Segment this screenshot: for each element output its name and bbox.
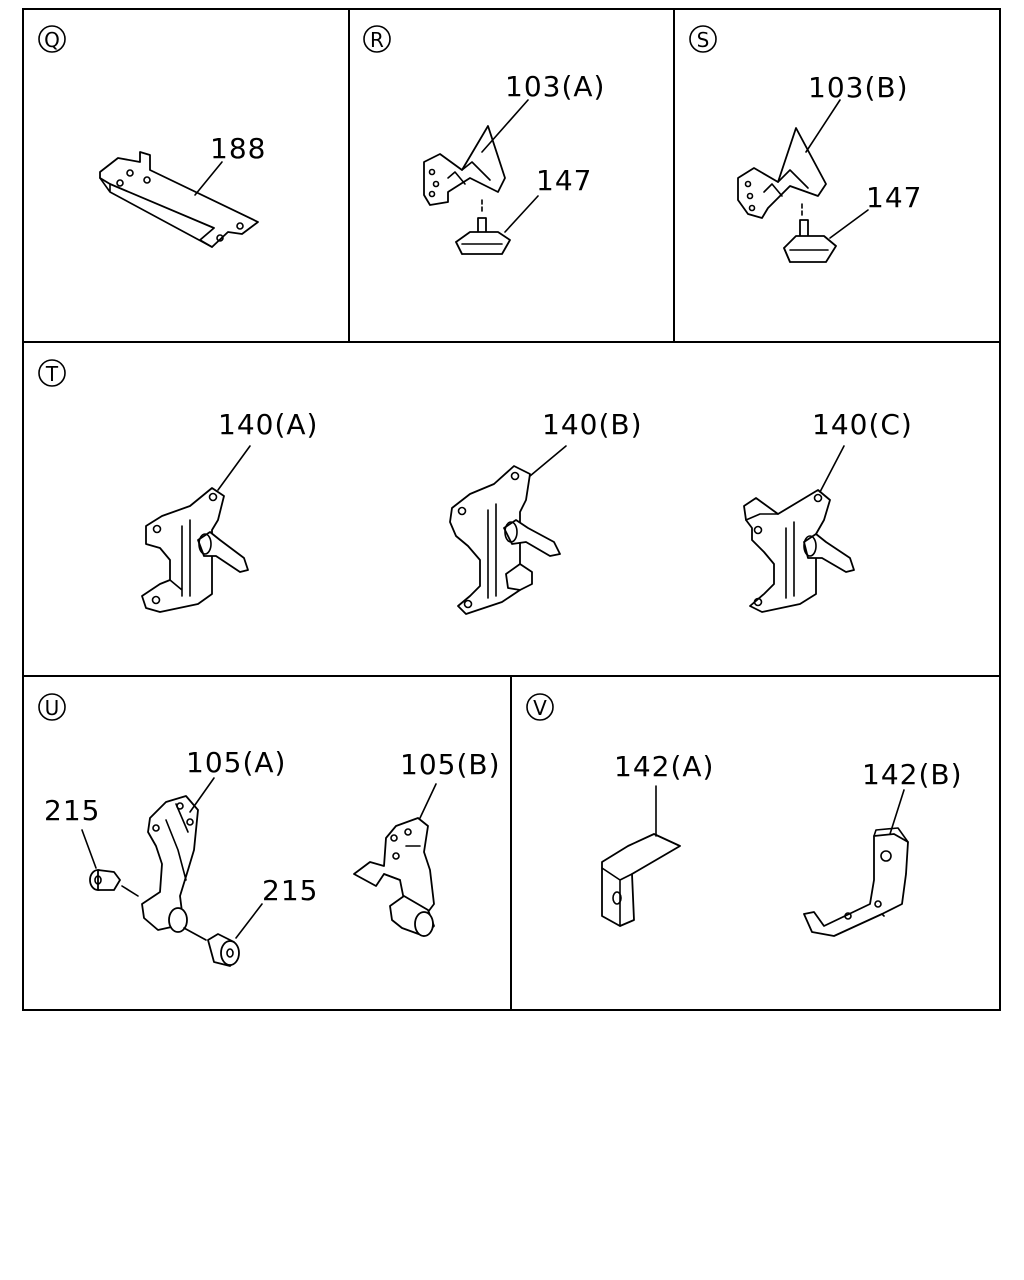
part-147-mount-s <box>783 203 869 263</box>
panel-letter-r: R <box>363 25 391 53</box>
part-215-bushing-right <box>183 903 263 967</box>
part-215-bushing-left <box>81 829 139 897</box>
label-147-s: 147 <box>866 181 922 214</box>
panel-letter-s: S <box>689 25 717 53</box>
part-140a-knuckle <box>141 445 251 613</box>
label-215-right: 215 <box>262 874 318 907</box>
label-140b: 140(B) <box>542 408 643 441</box>
part-105b-hanger <box>353 783 437 937</box>
part-105a-hanger <box>141 777 215 933</box>
svg-text:V: V <box>533 696 547 720</box>
label-105b: 105(B) <box>400 748 501 781</box>
svg-text:R: R <box>370 28 384 52</box>
label-142a: 142(A) <box>614 750 714 783</box>
part-147-mount <box>455 195 539 255</box>
label-105a: 105(A) <box>186 746 286 779</box>
part-140c-knuckle <box>743 445 855 613</box>
panel-letter-t: T <box>38 359 66 387</box>
svg-text:S: S <box>697 28 710 52</box>
panel-q: Q 188 <box>38 25 266 248</box>
svg-text:T: T <box>45 362 59 386</box>
label-142b: 142(B) <box>862 758 963 791</box>
part-103a-bracket <box>423 99 529 206</box>
part-142b-bracket <box>803 789 909 937</box>
part-142a-bracket <box>601 785 681 927</box>
label-215-left: 215 <box>44 794 100 827</box>
panel-grid <box>22 8 1001 1011</box>
panel-v: V 142(A) 142(B) <box>526 693 963 937</box>
panel-letter-q: Q <box>38 25 66 53</box>
label-103b: 103(B) <box>808 71 909 104</box>
label-103a: 103(A) <box>505 70 605 103</box>
label-140a: 140(A) <box>218 408 318 441</box>
panel-u: U 105(A) 215 215 <box>38 693 501 967</box>
part-103b-bracket <box>737 99 841 219</box>
part-188-plate <box>99 151 259 248</box>
label-147: 147 <box>536 164 592 197</box>
label-188: 188 <box>210 132 266 165</box>
panel-letter-u: U <box>38 693 66 721</box>
part-140b-knuckle <box>449 445 567 615</box>
panel-r: R 103(A) 147 <box>363 25 605 255</box>
svg-text:U: U <box>45 696 60 720</box>
svg-text:Q: Q <box>44 28 60 52</box>
panel-letter-v: V <box>526 693 554 721</box>
panel-s: S 103(B) 147 <box>689 25 922 263</box>
panel-t: T 140(A) 140(B) <box>38 359 913 615</box>
label-140c: 140(C) <box>812 408 913 441</box>
